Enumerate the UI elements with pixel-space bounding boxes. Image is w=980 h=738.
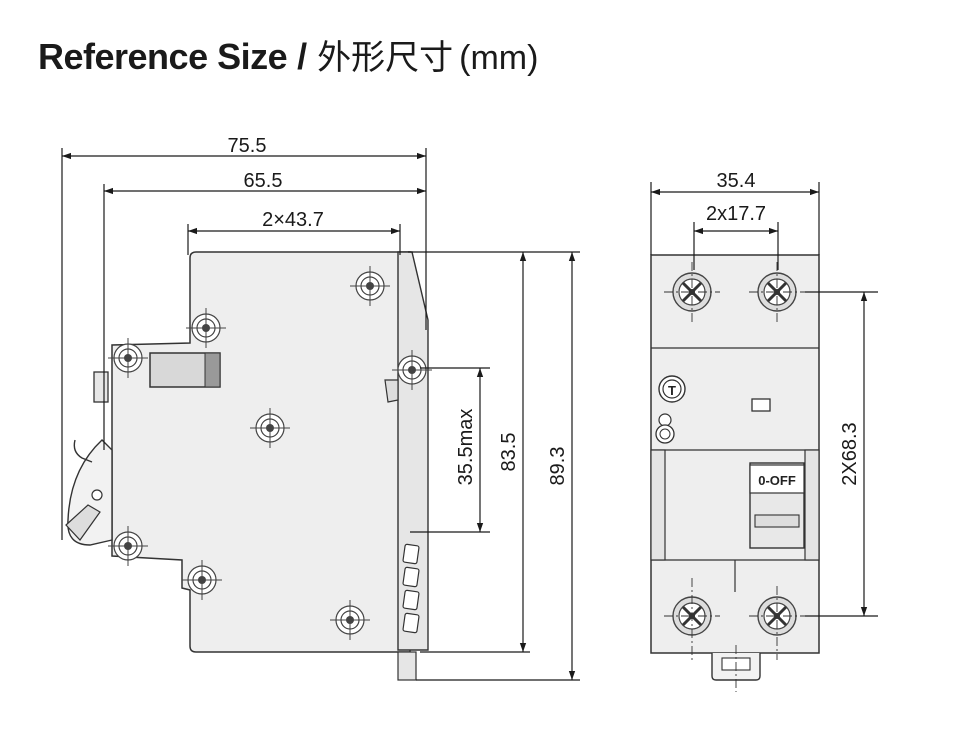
front-body-outline	[650, 254, 820, 654]
dim-front-width: 35.4	[717, 170, 756, 192]
side-view	[65, 251, 433, 681]
page-title: Reference Size / 外形尺寸 (mm)	[38, 30, 538, 80]
test-button-label: T	[668, 383, 676, 398]
dim-module-width: 2×43.7	[262, 209, 324, 231]
side-dimensions	[61, 148, 580, 681]
dim-terminal-pitch: 2x17.7	[706, 203, 766, 225]
dim-overall-width: 75.5	[228, 135, 267, 157]
title-unit: (mm)	[459, 39, 539, 77]
title-english: Reference Size	[38, 36, 288, 77]
side-body-outline	[111, 251, 411, 653]
front-center-lines	[664, 262, 805, 692]
dim-body-width: 65.5	[244, 170, 283, 192]
dim-rail-height: 35.5max	[455, 409, 477, 486]
side-toggle-handle	[65, 371, 113, 546]
title-separator: /	[297, 36, 308, 77]
dim-terminal-span: 2X68.3	[839, 422, 861, 485]
side-front-plate	[397, 251, 429, 651]
test-button: T	[658, 375, 686, 403]
toggle-switch: 0-OFF	[749, 462, 805, 549]
side-vents	[402, 543, 420, 634]
side-rail-foot	[397, 651, 417, 681]
dim-body-height: 83.5	[498, 433, 520, 472]
title-chinese: 外形尺寸	[317, 38, 454, 78]
switch-label: 0-OFF	[758, 473, 796, 488]
status-window	[751, 398, 771, 412]
dim-total-height: 89.3	[547, 447, 569, 486]
indicator-lens	[655, 413, 675, 444]
front-view: T 0-OFF	[650, 254, 820, 692]
side-latch	[384, 379, 399, 403]
front-dimensions	[650, 182, 878, 617]
